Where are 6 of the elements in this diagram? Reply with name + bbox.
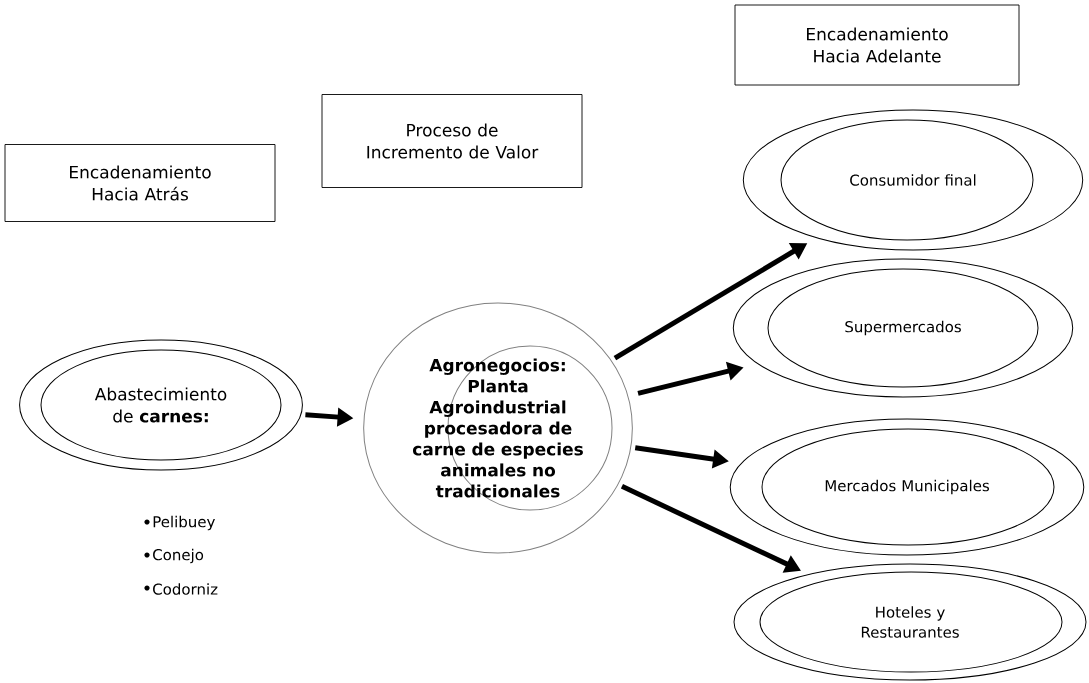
label-box: Proceso de Incremento de Valor (321, 94, 583, 188)
list-item: Pelibuey (153, 515, 215, 531)
label-box: Encadenamiento Hacia Atrás (4, 144, 276, 222)
list-item: Codorniz (153, 583, 218, 595)
list-item: Conejo (153, 548, 204, 564)
label-box: Encadenamiento Hacia Adelante (734, 4, 1020, 86)
